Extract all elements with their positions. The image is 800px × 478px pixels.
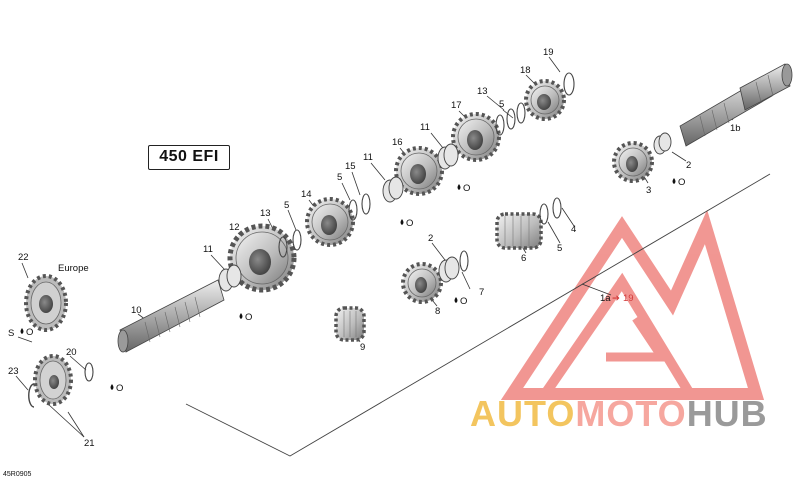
- callout-1a-target: 19: [623, 293, 634, 304]
- callout-16: 16: [392, 137, 403, 148]
- callout-5b: 5: [284, 200, 289, 211]
- gear-12: [227, 223, 297, 293]
- callout-15: 15: [345, 161, 356, 172]
- washer-20: [84, 362, 94, 382]
- oil-drop-icon: [457, 184, 461, 190]
- gear-3: [612, 141, 654, 183]
- watermark-logo-icon: [500, 209, 765, 400]
- oil-marks: O O O O O O O: [26, 177, 685, 394]
- callout-1a: 1a: [600, 293, 611, 304]
- callout-8: 8: [435, 306, 440, 317]
- callout-5a: 5: [557, 243, 562, 254]
- svg-text:O: O: [245, 312, 252, 323]
- callout-6: 6: [521, 253, 526, 264]
- input-shaft-1b: [679, 63, 793, 147]
- callout-14: 14: [301, 189, 312, 200]
- assembly-outline: [185, 173, 771, 457]
- oil-drop-icon: [672, 178, 676, 184]
- gear-18: [524, 79, 566, 121]
- callout-19: 19: [543, 47, 554, 58]
- oil-drop-icon: [400, 219, 404, 225]
- gear-14: [305, 197, 355, 247]
- callout-11a: 11: [203, 244, 213, 255]
- oil-drop-icons: [20, 178, 676, 390]
- oil-drop-icon: [20, 328, 24, 334]
- gear-8: [401, 262, 443, 304]
- washers: [278, 72, 575, 272]
- svg-text:O: O: [463, 183, 470, 194]
- callout-3: 3: [646, 185, 651, 196]
- callout-7: 7: [479, 287, 484, 298]
- sprocket-21: [33, 354, 73, 406]
- gear-16: [394, 146, 444, 196]
- callout-13b: 13: [477, 86, 488, 97]
- bearings: [218, 132, 672, 292]
- callout-11b: 11: [363, 152, 373, 163]
- callout-23: 23: [8, 366, 19, 377]
- callout-17: 17: [451, 100, 462, 111]
- callout-12: 12: [229, 222, 240, 233]
- callout-22: 22: [18, 252, 29, 263]
- gear-9: [334, 306, 366, 342]
- callout-2a: 2: [428, 233, 433, 244]
- leader-lines: [15, 56, 734, 438]
- region-label-europe: Europe: [58, 263, 89, 274]
- callout-1a-arrow: ➔: [612, 293, 620, 304]
- oil-drop-icon: [239, 313, 243, 319]
- sprocket-22: [24, 274, 68, 332]
- output-shaft-10: [117, 279, 225, 353]
- callout-9: 9: [360, 342, 365, 353]
- callout-13a: 13: [260, 208, 271, 219]
- sealant-label: S: [8, 328, 14, 339]
- callout-10: 10: [131, 305, 142, 316]
- callout-11c: 11: [420, 122, 430, 133]
- callout-18: 18: [520, 65, 531, 76]
- gear-6: [495, 212, 543, 250]
- callout-5d: 5: [499, 99, 504, 110]
- callout-1b: 1b: [730, 123, 741, 134]
- watermark-moto: MOTO: [575, 393, 687, 434]
- callout-2b: 2: [686, 160, 691, 171]
- callout-5c: 5: [337, 172, 342, 183]
- model-title: 450 EFI: [148, 145, 230, 170]
- svg-text:O: O: [406, 218, 413, 229]
- svg-text:O: O: [460, 296, 467, 307]
- callout-21: 21: [84, 438, 95, 449]
- oil-drop-icon: [110, 384, 114, 390]
- svg-text:O: O: [26, 327, 33, 338]
- callout-labels: 19 18 13 5 17 11 16 11 15 5 14 5 13 12 1…: [3, 47, 741, 478]
- watermark-auto: AUTO: [470, 393, 576, 434]
- watermark-hub: HUB: [686, 393, 768, 434]
- oil-drop-icon: [454, 297, 458, 303]
- callout-4: 4: [571, 224, 576, 235]
- callout-20: 20: [66, 347, 77, 358]
- svg-text:O: O: [116, 383, 123, 394]
- svg-text:O: O: [678, 177, 685, 188]
- reference-code: 45R0905: [3, 471, 32, 478]
- circlip-23: [28, 383, 35, 408]
- gear-17: [451, 112, 501, 162]
- watermark-text: AUTOMOTOHUB: [470, 394, 768, 434]
